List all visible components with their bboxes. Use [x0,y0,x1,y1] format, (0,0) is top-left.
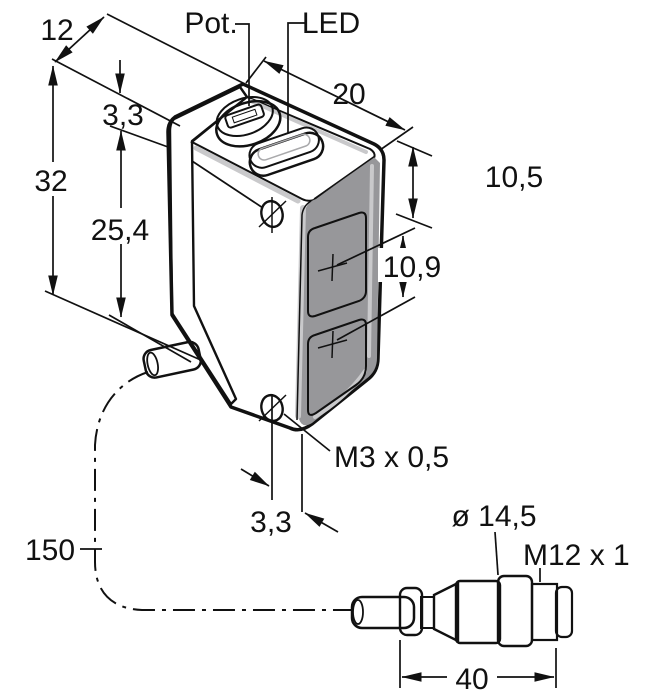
callout-connector-diameter: ø 14,5 [451,500,537,576]
dim-depth-label: 20 [332,78,365,111]
lens-window-1 [307,211,367,318]
lens-cross-2 [317,330,348,359]
dim-depth-ext-2 [379,126,414,151]
dim-height-ext [44,290,204,362]
dim-depth-line [263,60,406,131]
lens-face-left-line [296,200,312,421]
housing-yellow-edge [168,85,249,406]
dimensions: 12 3,3 32 25,4 Pot. [25,7,630,696]
callout-pot-label: Pot. [184,7,237,40]
cable-tube-end [352,599,364,625]
edge-highlight-front-vertical [295,205,306,419]
callout-mount-thread-leader [283,413,331,452]
dim-lens-spacing: 10,9 [336,227,448,341]
dim-hole-spacing: 25,4 [86,130,192,363]
edge-highlight-top-front [193,145,301,204]
screw-hole-lower-ring [260,393,284,423]
lens-window-2 [307,318,367,416]
dim-hole-spacing-label: 25,4 [91,214,149,247]
dim-hole-spacing-label-bg [86,208,154,244]
edge-highlight-right [367,164,374,358]
dim-width-line [54,16,105,63]
dim-hole-edge-offset: 3,3 [240,396,339,539]
lens-cross-2-v [331,330,334,359]
cable-path [94,371,352,611]
dim-pot-offset-ext [109,125,264,209]
dim-lens-top-offset-tick-2 [395,213,433,229]
dim-hole-spacing-ext [108,314,192,363]
dim-pot-offset: 3,3 [102,60,264,209]
led-lens [248,126,320,169]
dim-cable-length: 150 [25,534,102,567]
dim-lens-spacing-ext-2 [336,296,416,341]
dim-connector-length-label: 40 [455,663,488,696]
callout-pot: Pot. [184,7,250,106]
lens-cross-1 [317,253,348,282]
connector [350,574,574,648]
lens-cross-1-v [331,253,334,282]
dim-lens-top-offset-tick-1 [396,140,433,157]
screw-hole-upper-ring [260,199,284,229]
housing-lens-face [299,157,380,426]
sensor-body [142,82,386,432]
led-indicator-window [248,126,325,177]
dim-connector-length: 40 [399,640,557,696]
connector-tip [554,585,574,639]
callout-mount-thread-label: M3 x 0,5 [334,441,449,474]
pot-slot-inner [231,108,258,124]
cable-tube [350,595,416,630]
dim-depth-ext-1 [245,56,267,84]
dim-lens-top-offset: 10,5 [395,140,543,229]
dim-width-label: 12 [40,14,73,47]
dim-lens-top-offset-label: 10,5 [485,161,543,194]
connector-body [454,579,502,645]
callout-connector-thread: M12 x 1 [523,539,630,582]
callout-connector-thread-label: M12 x 1 [523,539,630,572]
dim-depth: 20 [245,56,414,151]
callout-led-label: LED [302,7,360,40]
edge-highlight-bottom-right [313,369,367,419]
connector-cone [432,581,460,643]
callout-connector-diameter-leader [494,531,499,576]
lens-face-top-line [313,155,376,200]
dim-hole-edge-offset-arrow-2 [304,512,339,533]
led-lens-inner [257,133,311,161]
dim-height: 32 [29,65,204,362]
dim-height-label: 32 [34,165,67,198]
dim-lens-spacing-label-bg [378,248,448,282]
dim-lens-spacing-label: 10,9 [383,251,441,284]
knurled-coupling-nut [496,574,534,648]
dim-cable-length-label: 150 [25,534,75,567]
screw-hole-upper [258,197,287,233]
threaded-stud [530,582,559,642]
dim-pot-offset-label: 3,3 [102,99,144,132]
pot-slot [224,103,265,129]
callout-mount-thread: M3 x 0,5 [283,413,449,474]
dim-hole-edge-offset-arrow-1 [240,468,270,487]
callout-connector-diameter-label: ø 14,5 [451,500,536,533]
dim-lens-spacing-ext-1 [336,227,416,266]
dim-height-label-bg [29,162,75,196]
dim-hole-edge-offset-label: 3,3 [250,506,292,539]
callout-led: LED [287,7,360,133]
dim-width-ext-1 [106,13,244,84]
cable-exit-end [146,351,159,377]
housing-silhouette [166,82,386,432]
